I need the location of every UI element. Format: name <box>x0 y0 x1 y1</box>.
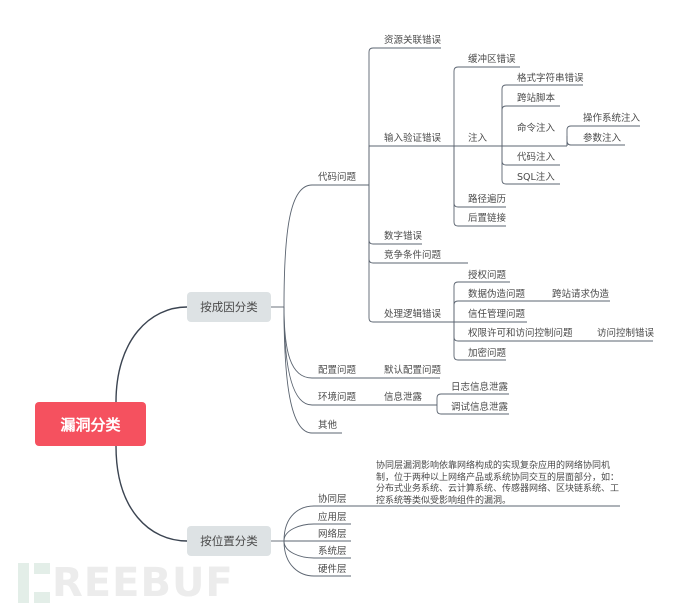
node-collaboration-layer[interactable]: 协同层 <box>318 494 347 505</box>
branch-label: 按位置分类 <box>200 534 258 548</box>
node-argument-injection[interactable]: 参数注入 <box>583 133 622 144</box>
node-xss[interactable]: 跨站脚本 <box>517 93 556 104</box>
node-application-layer[interactable]: 应用层 <box>318 512 347 523</box>
node-debug-info-leak[interactable]: 调试信息泄露 <box>451 402 509 413</box>
node-info-leak[interactable]: 信息泄露 <box>384 392 423 403</box>
node-resource-link-error[interactable]: 资源关联错误 <box>384 35 442 46</box>
node-path-traversal[interactable]: 路径遍历 <box>468 194 507 205</box>
branch-label: 按成因分类 <box>200 300 258 314</box>
node-race-condition[interactable]: 竞争条件问题 <box>384 250 442 261</box>
node-symlink[interactable]: 后置链接 <box>468 213 507 224</box>
node-buffer-error[interactable]: 缓冲区错误 <box>468 54 516 65</box>
node-code-injection[interactable]: 代码注入 <box>517 152 556 163</box>
node-os-injection[interactable]: 操作系统注入 <box>583 113 641 124</box>
node-config-issues[interactable]: 配置问题 <box>318 365 357 376</box>
node-authorization[interactable]: 授权问题 <box>468 270 507 281</box>
node-log-info-leak[interactable]: 日志信息泄露 <box>451 382 509 393</box>
node-input-validation-error[interactable]: 输入验证错误 <box>384 133 442 144</box>
node-hardware-layer[interactable]: 硬件层 <box>318 564 347 575</box>
node-sql-injection[interactable]: SQL注入 <box>517 172 555 183</box>
node-csrf[interactable]: 跨站请求伪造 <box>552 289 610 300</box>
node-numeric-error[interactable]: 数字错误 <box>384 231 423 242</box>
freebuf-watermark: REEBUF <box>18 562 234 604</box>
watermark-logo-f <box>34 563 50 603</box>
node-default-config[interactable]: 默认配置问题 <box>384 365 442 376</box>
node-format-string[interactable]: 格式字符串错误 <box>517 73 584 84</box>
node-access-control-error[interactable]: 访问控制错误 <box>597 328 655 339</box>
node-other[interactable]: 其他 <box>318 420 338 431</box>
node-data-forgery[interactable]: 数据伪造问题 <box>468 289 526 300</box>
node-code-issues[interactable]: 代码问题 <box>318 172 357 183</box>
branch-by-location[interactable]: 按位置分类 <box>187 526 271 556</box>
node-logic-error[interactable]: 处理逻辑错误 <box>384 309 442 320</box>
node-crypto[interactable]: 加密问题 <box>468 348 507 359</box>
watermark-logo-bar <box>18 563 29 603</box>
branch-by-cause[interactable]: 按成因分类 <box>187 292 271 322</box>
node-permission-access-control[interactable]: 权限许可和访问控制问题 <box>468 328 573 339</box>
node-system-layer[interactable]: 系统层 <box>318 546 347 557</box>
watermark-text: REEBUF <box>52 560 234 606</box>
root-label: 漏洞分类 <box>60 415 121 434</box>
root-node[interactable]: 漏洞分类 <box>35 402 146 446</box>
node-env-issues[interactable]: 环境问题 <box>318 392 357 403</box>
node-trust-management[interactable]: 信任管理问题 <box>468 309 526 320</box>
node-command-injection[interactable]: 命令注入 <box>517 123 556 134</box>
node-network-layer[interactable]: 网络层 <box>318 529 347 540</box>
node-injection[interactable]: 注入 <box>468 133 488 144</box>
collaboration-layer-note: 协同层漏洞影响依靠网络构成的实现复杂应用的网络协同机制，位于两种以上网络产品或系… <box>376 461 620 506</box>
